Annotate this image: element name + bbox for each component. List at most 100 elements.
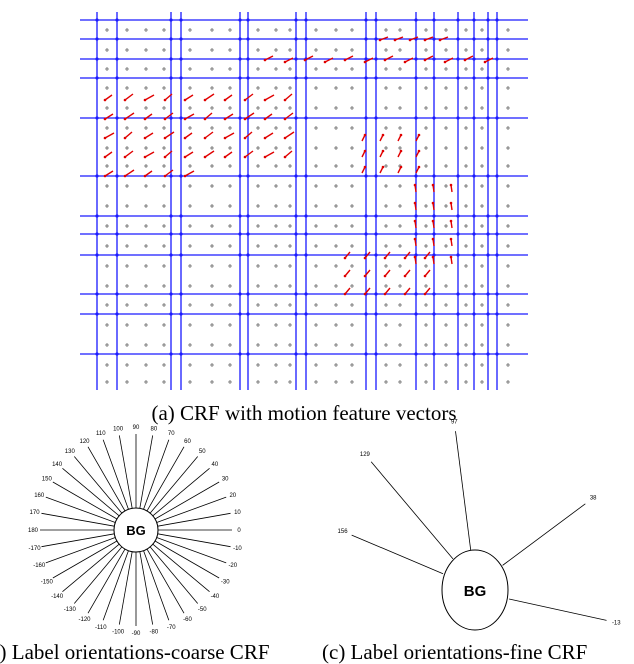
feature-point: [334, 284, 338, 288]
motion-vector-tail: [423, 274, 427, 278]
fine-orientation-label: 97: [451, 419, 458, 425]
feature-point: [398, 323, 402, 327]
grid-junction: [472, 253, 476, 257]
feature-point: [314, 363, 318, 367]
feature-point: [314, 67, 318, 71]
motion-vector-tail: [103, 155, 107, 159]
coarse-spoke: [152, 543, 210, 593]
motion-vector-tail: [403, 60, 407, 64]
motion-vectors: [103, 36, 494, 296]
feature-point: [506, 380, 510, 384]
motion-vector-tail: [123, 174, 127, 178]
motion-vector: [424, 36, 434, 41]
motion-vector-tail: [163, 155, 167, 159]
feature-point: [256, 343, 260, 347]
feature-point: [506, 303, 510, 307]
motion-vector-tail: [417, 149, 421, 153]
motion-vector: [404, 251, 411, 259]
coarse-spoke: [146, 446, 185, 512]
feature-point: [424, 303, 428, 307]
grid-junction: [246, 352, 250, 356]
motion-vector: [124, 131, 133, 139]
grid-junction: [304, 292, 308, 296]
grid-junction: [169, 253, 173, 257]
feature-point: [334, 343, 338, 347]
motion-vector-tail: [203, 98, 207, 102]
feature-point: [210, 67, 214, 71]
motion-vector-tail: [403, 274, 407, 278]
motion-vector-tail: [183, 98, 187, 102]
motion-vector-tail: [343, 256, 347, 260]
motion-vector: [164, 131, 175, 139]
grid-junction: [495, 116, 499, 120]
motion-vector-tail: [283, 98, 287, 102]
grid-junction: [304, 174, 308, 178]
motion-vector: [344, 55, 354, 61]
feature-point: [256, 244, 260, 248]
feature-point: [125, 363, 129, 367]
grid-junction: [169, 37, 173, 41]
feature-point: [125, 28, 129, 32]
feature-point: [256, 224, 260, 228]
grid-junction: [294, 292, 298, 296]
grid-junction: [179, 232, 183, 236]
feature-point: [256, 303, 260, 307]
grid-junction: [414, 57, 418, 61]
feature-point: [210, 264, 214, 268]
feature-point: [125, 380, 129, 384]
coarse-spoke: [157, 512, 231, 527]
feature-point: [288, 28, 292, 32]
motion-vector-tail: [378, 38, 382, 42]
feature-point: [256, 184, 260, 188]
feature-point: [314, 28, 318, 32]
feature-point: [464, 363, 468, 367]
motion-vector: [184, 151, 194, 158]
motion-vector: [244, 112, 255, 120]
feature-point: [314, 48, 318, 52]
grid-junction: [495, 18, 499, 22]
grid-junction: [95, 18, 99, 22]
feature-point: [210, 303, 214, 307]
motion-vector-tail: [163, 98, 167, 102]
feature-point: [125, 86, 129, 90]
motion-vector: [184, 94, 194, 101]
grid-junction: [432, 292, 436, 296]
feature-point: [210, 343, 214, 347]
motion-vector-tail: [399, 165, 403, 169]
feature-point: [506, 284, 510, 288]
feature-point: [274, 106, 278, 110]
grid-junction: [456, 214, 460, 218]
motion-vector: [184, 113, 195, 120]
motion-vector-tail: [343, 58, 347, 62]
grid-junction: [115, 57, 119, 61]
coarse-orientation-label: -80: [150, 629, 159, 635]
grid-junction: [414, 312, 418, 316]
feature-point: [228, 284, 232, 288]
feature-point: [350, 204, 354, 208]
grid-junction: [294, 232, 298, 236]
feature-point: [210, 224, 214, 228]
coarse-orientation-diagram: 0102030405060708090100110120130140150160…: [28, 425, 242, 637]
feature-point: [424, 106, 428, 110]
grid-junction: [95, 253, 99, 257]
motion-vector-tail: [383, 256, 387, 260]
feature-point: [424, 284, 428, 288]
feature-point: [314, 224, 318, 228]
motion-vector-tail: [413, 183, 417, 187]
feature-point: [424, 146, 428, 150]
feature-point: [162, 264, 166, 268]
feature-point: [314, 343, 318, 347]
feature-point: [314, 244, 318, 248]
coarse-spoke: [139, 551, 154, 625]
feature-point: [384, 164, 388, 168]
feature-point: [384, 244, 388, 248]
feature-point: [480, 244, 484, 248]
grid-junction: [486, 116, 490, 120]
grid-junction: [238, 352, 242, 356]
grid-junction: [304, 116, 308, 120]
feature-point: [444, 204, 448, 208]
feature-point: [288, 224, 292, 228]
feature-point: [144, 86, 148, 90]
motion-vector-tail: [103, 136, 107, 140]
